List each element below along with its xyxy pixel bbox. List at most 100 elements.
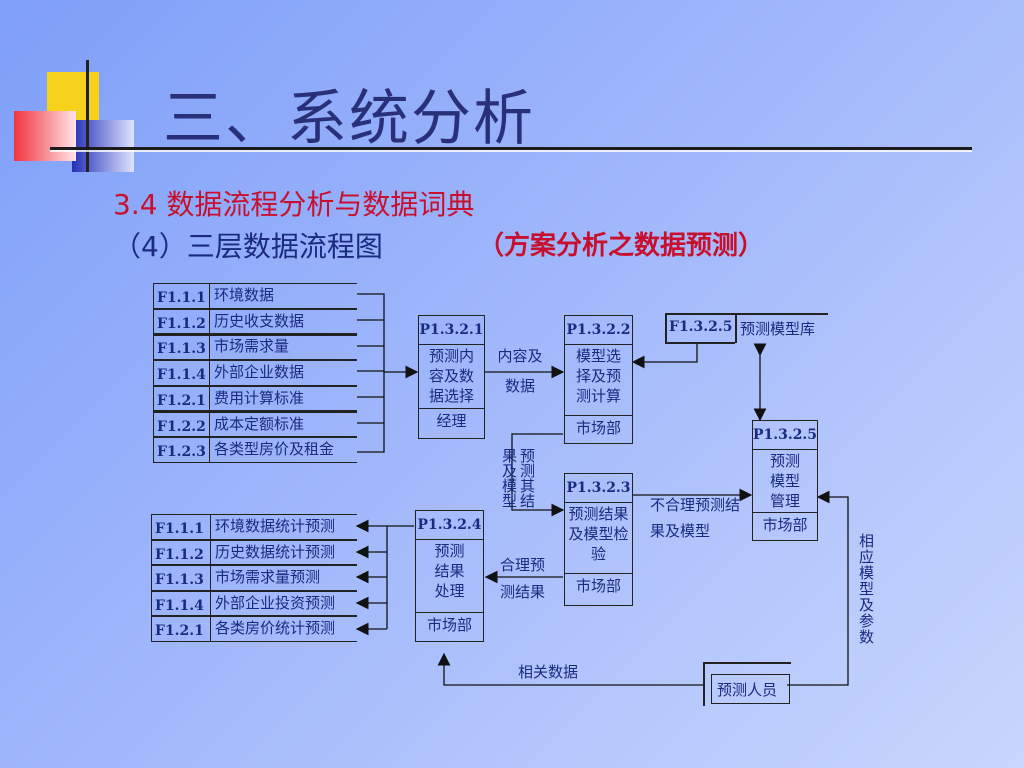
process-dept: 市场部 <box>416 612 483 641</box>
store-top-line <box>665 313 828 315</box>
store-code: F1.2.1 <box>157 392 206 409</box>
store-name: 各类型房价及租金 <box>214 440 335 459</box>
process-name: 预测内容及数据选择 <box>428 347 474 405</box>
store-top-line <box>151 590 357 592</box>
process-p1322[interactable]: P1.3.2.2 模型选择及预测计算 市场部 <box>564 315 633 444</box>
store-top-line <box>151 539 357 541</box>
title-underline-highlight <box>50 150 972 152</box>
flow-label-reasonable: 合理预测结果 <box>500 556 546 601</box>
store-name: 环境数据 <box>214 286 275 304</box>
process-id: P1.3.2.2 <box>565 316 632 345</box>
store-code: F1.3.2.5 <box>669 319 733 335</box>
store-bottom-line <box>151 564 357 566</box>
process-name: 预测结果及模型检验 <box>568 505 629 563</box>
store-name: 历史收支数据 <box>214 311 305 330</box>
store-divider <box>209 360 211 386</box>
store-divider <box>209 437 211 463</box>
store-divider <box>209 334 211 361</box>
store-divider <box>210 514 212 540</box>
store-code: F1.1.4 <box>155 597 204 614</box>
store-left-line <box>151 539 153 565</box>
store-name: 历史数据统计预测 <box>215 542 336 561</box>
process-p1324[interactable]: P1.3.2.4 预测结果处理 市场部 <box>415 510 484 642</box>
section-heading: 3.4 数据流程分析与数据词典 <box>113 188 475 221</box>
store-name: 环境数据统计预测 <box>215 517 336 535</box>
subsection-heading: （4）三层数据流程图 <box>113 230 383 263</box>
store-divider <box>210 539 212 565</box>
store-name: 外部企业投资预测 <box>215 593 336 612</box>
store-divider <box>209 308 211 335</box>
store-name: 预测模型库 <box>740 320 816 338</box>
process-name: 预测模型管理 <box>770 452 801 510</box>
store-divider <box>209 411 211 438</box>
store-bottom-line <box>153 333 357 335</box>
store-left-line <box>153 334 155 361</box>
data-store-row[interactable]: F1.1.4 外部企业数据 <box>153 360 357 387</box>
model-store[interactable]: F1.3.2.5 预测模型库 <box>665 313 828 344</box>
process-dept: 经理 <box>419 408 484 438</box>
store-code: F1.1.3 <box>157 341 206 358</box>
store-bottom-line <box>153 436 357 438</box>
store-top-line <box>153 334 357 336</box>
store-code: F1.1.4 <box>157 367 206 384</box>
store-bottom-line <box>153 307 357 309</box>
store-left-line <box>665 313 667 343</box>
process-id: P1.3.2.3 <box>565 474 632 503</box>
process-p1325[interactable]: P1.3.2.5 预测模型管理 市场部 <box>752 420 818 541</box>
title-underline <box>50 147 972 150</box>
store-left-line <box>153 385 155 412</box>
process-dept: 市场部 <box>565 415 632 443</box>
store-name: 成本定额标准 <box>214 414 305 433</box>
data-store-row[interactable]: F1.1.4 外部企业投资预测 <box>151 590 357 617</box>
data-store-row[interactable]: F1.1.2 历史收支数据 <box>153 308 357 335</box>
store-left-line <box>153 308 155 335</box>
store-left-line <box>151 590 153 616</box>
store-name: 市场需求量 <box>214 337 290 356</box>
store-top-line <box>151 565 357 567</box>
store-bottom-line <box>151 589 357 591</box>
data-store-row[interactable]: F1.1.3 市场需求量 <box>153 334 357 361</box>
flow-label-model-params: 相应模型及参数 <box>857 533 875 645</box>
store-bottom-line <box>153 359 357 361</box>
store-divider <box>210 590 212 616</box>
store-top-line <box>151 616 357 618</box>
data-store-row[interactable]: F1.2.2 成本定额标准 <box>153 411 357 438</box>
store-top-line <box>153 283 357 285</box>
store-name: 外部企业数据 <box>214 363 305 382</box>
store-bottom-line <box>153 461 357 464</box>
store-left-line <box>151 616 153 642</box>
store-divider <box>210 565 212 591</box>
store-code: F1.2.2 <box>157 418 206 435</box>
process-id: P1.3.2.5 <box>753 421 817 450</box>
store-left-line <box>151 565 153 591</box>
flow-label-predict-model: 预测其结果及模型 <box>500 448 536 508</box>
store-top-line <box>153 437 357 439</box>
entity-label: 预测人员 <box>717 681 778 699</box>
logo-decoration <box>14 60 134 175</box>
flow-label-unreasonable: 不合理预测结果及模型 <box>650 496 741 540</box>
process-p1323[interactable]: P1.3.2.3 预测结果及模型检验 市场部 <box>564 473 633 606</box>
store-top-line <box>151 514 357 516</box>
logo-blue-square <box>72 120 134 172</box>
logo-vertical-line <box>86 60 89 172</box>
store-divider <box>210 616 212 642</box>
flow-label-related-data: 相关数据 <box>518 663 579 681</box>
store-name: 市场需求量预测 <box>215 568 321 586</box>
store-top-line <box>153 308 357 310</box>
process-name: 预测结果处理 <box>434 542 465 600</box>
store-divider <box>209 283 211 309</box>
store-bottom-line <box>153 410 357 412</box>
external-entity[interactable]: 预测人员 <box>703 662 791 706</box>
store-left-line <box>153 437 155 463</box>
process-p1321[interactable]: P1.3.2.1 预测内容及数据选择 经理 <box>418 315 485 439</box>
store-code: F1.1.2 <box>157 315 206 332</box>
store-left-line <box>151 514 153 540</box>
